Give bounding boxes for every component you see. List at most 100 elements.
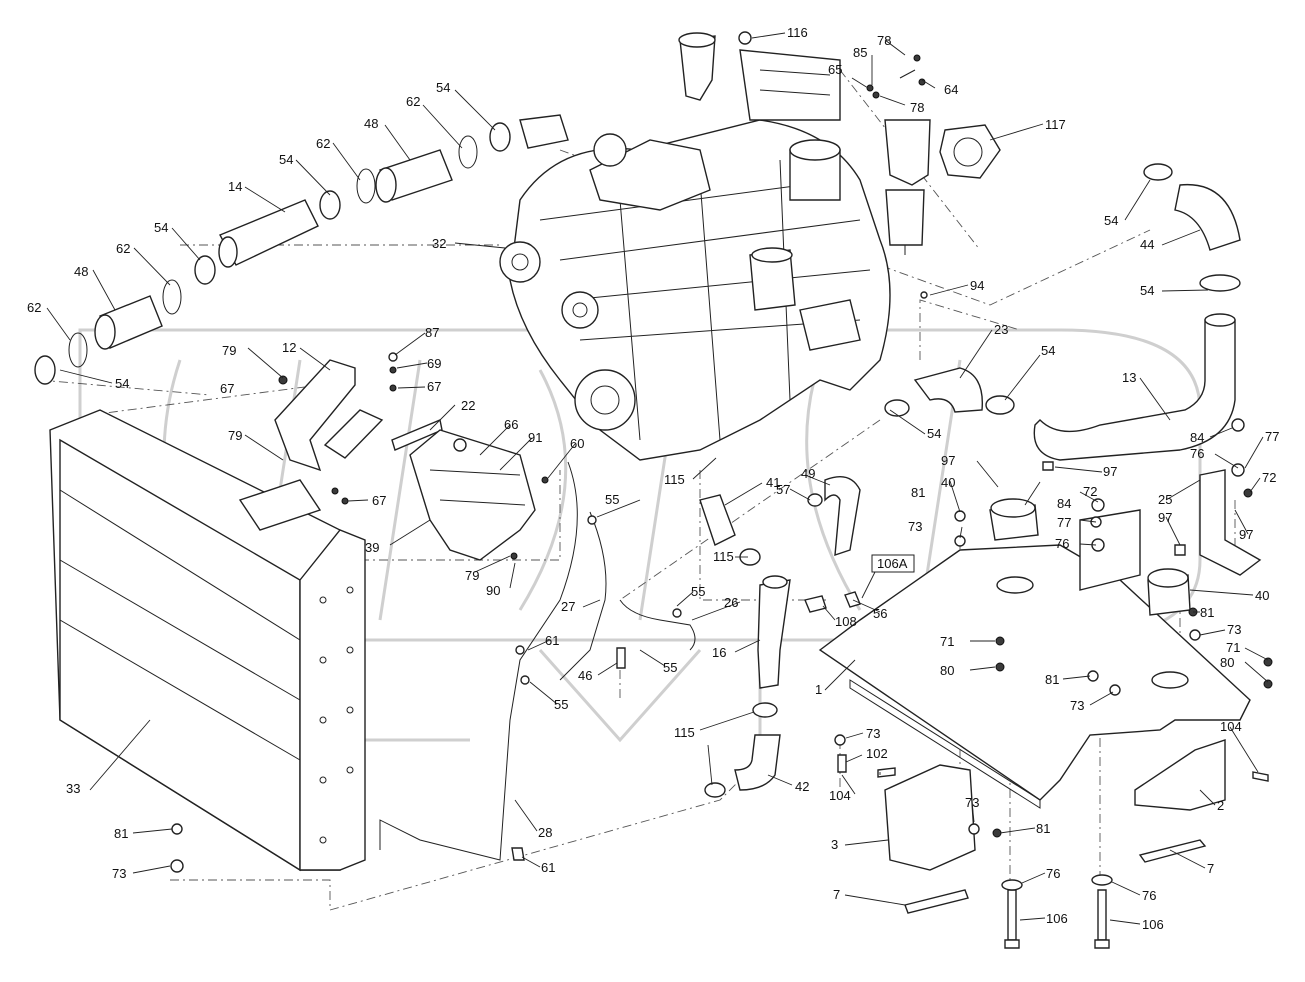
callout-label: 81 <box>1045 672 1059 687</box>
charge-air-hoses <box>884 163 1241 461</box>
engine-mounts <box>989 498 1191 616</box>
callout-label: 69 <box>427 356 441 371</box>
callout-label: 90 <box>486 583 500 598</box>
callout-label: 48 <box>74 264 88 279</box>
callout-label: 46 <box>578 668 592 683</box>
callout-box-106a <box>871 554 915 573</box>
callout-label: 64 <box>944 82 958 97</box>
callout-label: 106 <box>1046 911 1068 926</box>
callout-label: 115 <box>674 725 695 740</box>
callout-label: 22 <box>461 398 475 413</box>
callout-leaders <box>46 32 1269 925</box>
callout-label: 3 <box>831 837 838 852</box>
mount-brackets <box>884 469 1262 914</box>
callout-label: 81 <box>1036 821 1050 836</box>
callout-label: 12 <box>282 340 296 355</box>
callout-label: 66 <box>504 417 518 432</box>
callout-label: 106A <box>877 556 908 571</box>
callout-label: 61 <box>541 860 555 875</box>
callout-label: 106 <box>1142 917 1164 932</box>
callout-label: 54 <box>1104 213 1118 228</box>
callout-label: 2 <box>1217 798 1224 813</box>
callout-label: 81 <box>1200 605 1214 620</box>
callout-label: 77 <box>1057 515 1071 530</box>
callout-label: 55 <box>663 660 677 675</box>
callout-label: 49 <box>801 466 815 481</box>
callout-label: 87 <box>425 325 439 340</box>
callout-label: 48 <box>364 116 378 131</box>
callout-label: 55 <box>554 697 568 712</box>
callout-label: 55 <box>691 584 705 599</box>
callout-label: 78 <box>910 100 924 115</box>
callout-label: 54 <box>115 376 129 391</box>
callout-label: 115 <box>713 549 734 564</box>
water-hoses <box>699 476 861 798</box>
callout-label: 73 <box>965 795 979 810</box>
fuel-filter-icon <box>884 119 931 255</box>
radiator-icon <box>49 409 366 872</box>
callout-label: 80 <box>1220 655 1234 670</box>
callout-label: 81 <box>911 485 925 500</box>
callout-label: 54 <box>1140 283 1154 298</box>
callout-label: 91 <box>528 430 542 445</box>
callout-label: 102 <box>866 746 888 761</box>
callout-label: 54 <box>154 220 168 235</box>
callout-label: 79 <box>465 568 479 583</box>
callout-label: 104 <box>829 788 851 803</box>
callout-label: 94 <box>970 278 984 293</box>
callout-label: 73 <box>112 866 126 881</box>
callout-label: 73 <box>1070 698 1084 713</box>
callout-label: 97 <box>1103 464 1117 479</box>
callout-label: 67 <box>220 381 234 396</box>
callout-label: 72 <box>1083 484 1097 499</box>
callout-label: 67 <box>372 493 386 508</box>
callout-label: 97 <box>1158 510 1172 525</box>
callout-label: 76 <box>1046 866 1060 881</box>
callout-label: 41 <box>766 475 780 490</box>
callout-label: 33 <box>66 781 80 796</box>
callout-label: 23 <box>994 322 1008 337</box>
callout-label: 81 <box>114 826 128 841</box>
callout-label: 40 <box>1255 588 1269 603</box>
callout-label: 54 <box>436 80 450 95</box>
callout-label: 65 <box>828 62 842 77</box>
callout-label: 108 <box>835 614 857 629</box>
callout-label: 42 <box>795 779 809 794</box>
callout-label: 73 <box>1227 622 1241 637</box>
intake-hose-chain <box>34 114 569 385</box>
callout-label: 73 <box>866 726 880 741</box>
callout-label: 32 <box>432 236 446 251</box>
gasket-icon <box>939 124 1001 179</box>
callout-label: 54 <box>1041 343 1055 358</box>
callout-label: 39 <box>365 540 379 555</box>
callout-label: 60 <box>570 436 584 451</box>
callout-label: 72 <box>1262 470 1276 485</box>
callout-label: 71 <box>1226 640 1240 655</box>
hardware <box>170 31 1273 873</box>
engine-assembly-icon <box>499 32 891 461</box>
bracket-12-icon <box>274 359 384 472</box>
callout-label: 26 <box>724 595 738 610</box>
callout-label: 73 <box>908 519 922 534</box>
callout-label: 28 <box>538 825 552 840</box>
callout-label: 97 <box>1239 527 1253 542</box>
callout-label: 44 <box>1140 237 1154 252</box>
callout-label: 14 <box>228 179 242 194</box>
callout-label: 25 <box>1158 492 1172 507</box>
callout-label: 77 <box>1265 429 1279 444</box>
callout-label: 115 <box>664 472 685 487</box>
coolant-lines <box>379 461 696 861</box>
callout-label: 67 <box>427 379 441 394</box>
callout-label: 1 <box>815 682 822 697</box>
callout-label: 71 <box>940 634 954 649</box>
callout-label: 62 <box>406 94 420 109</box>
callout-label: 76 <box>1190 446 1204 461</box>
callout-label: 79 <box>222 343 236 358</box>
callout-labels: 116 78 85 65 64 78 117 54 62 48 62 54 14… <box>27 25 1279 932</box>
callout-label: 62 <box>27 300 41 315</box>
callout-label: 79 <box>228 428 242 443</box>
callout-label: 62 <box>316 136 330 151</box>
callout-label: 40 <box>941 475 955 490</box>
